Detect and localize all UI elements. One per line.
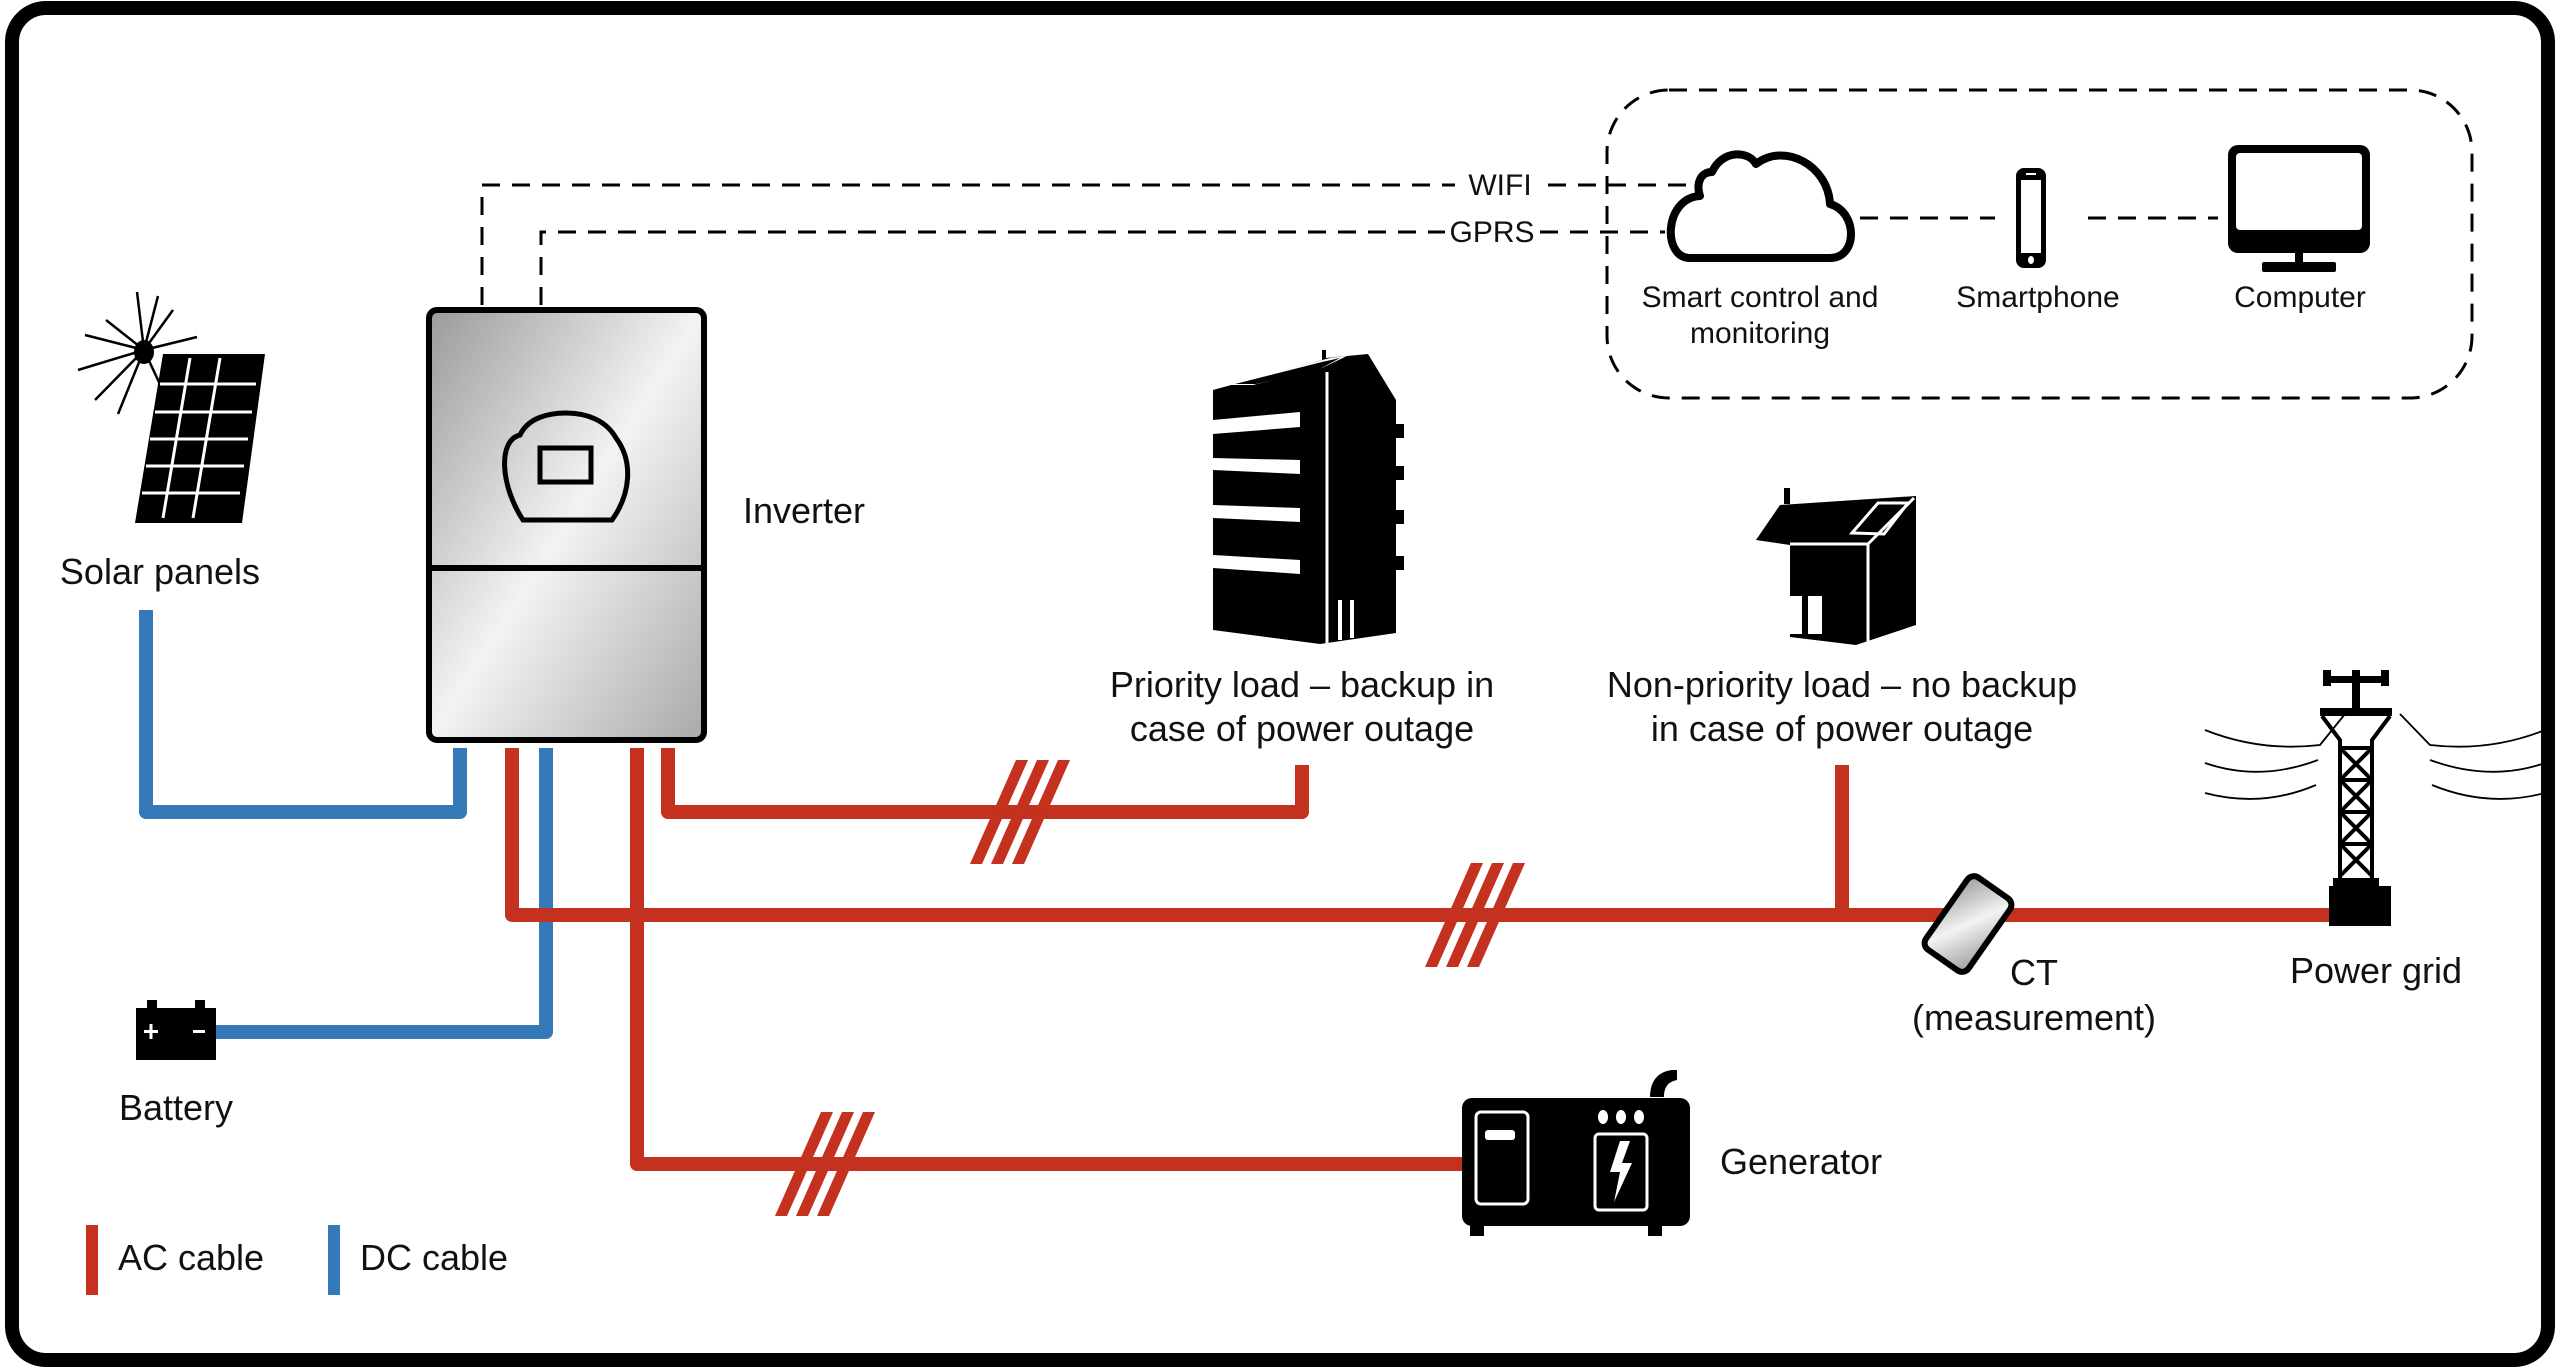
computer-monitor-icon[interactable]: [2228, 145, 2370, 272]
nonpriority-load-label-line2: in case of power outage: [1651, 708, 2033, 749]
current-transformer-icon[interactable]: [1921, 873, 2015, 975]
ct-label-line2: (measurement): [1912, 997, 2156, 1038]
phase-mark-priority: [970, 760, 1070, 864]
legend: AC cable DC cable: [86, 1225, 508, 1295]
cloud-label-line1: Smart control and: [1642, 281, 1879, 314]
gprs-label: GPRS: [1449, 216, 1534, 249]
legend-label-dc: DC cable: [360, 1237, 508, 1278]
smartphone-label: Smartphone: [1956, 281, 2119, 314]
phase-mark-generator: [775, 1112, 875, 1216]
power-pylon-icon[interactable]: [2204, 670, 2546, 926]
ct-label-line1: CT: [2010, 952, 2058, 993]
comm-links: [480, 88, 2474, 400]
monitoring-group-box: [1605, 88, 2474, 400]
ac-cable-generator: [630, 748, 1470, 1171]
inverter-icon[interactable]: [426, 307, 707, 743]
dc-cables: [139, 610, 553, 1039]
ac-cables: [505, 748, 2350, 1171]
smartphone-icon[interactable]: [2016, 168, 2046, 268]
priority-load-label-line1: Priority load – backup in: [1110, 664, 1494, 705]
legend-label-ac: AC cable: [118, 1237, 264, 1278]
legend-swatch-dc: [328, 1225, 340, 1295]
house-icon[interactable]: [1756, 488, 1916, 645]
computer-label: Computer: [2234, 281, 2366, 314]
cloud-icon[interactable]: [1666, 150, 1855, 262]
battery-icon[interactable]: [136, 1000, 216, 1060]
nonpriority-load-label-line1: Non-priority load – no backup: [1607, 664, 2077, 705]
wifi-label: WIFI: [1468, 169, 1531, 202]
legend-swatch-ac: [86, 1225, 98, 1295]
dc-cable-solar: [139, 610, 467, 819]
ac-cable-priority-load: [661, 748, 1309, 819]
cloud-label-line2: monitoring: [1690, 317, 1830, 350]
outer-frame: [5, 1, 2555, 1367]
ac-cable-grid: [505, 748, 2350, 922]
battery-label: Battery: [119, 1087, 233, 1128]
three-phase-marks: [775, 760, 1525, 1216]
gprs-link-line: [539, 230, 1445, 305]
power-grid-label: Power grid: [2290, 950, 2462, 991]
inverter-label: Inverter: [743, 490, 865, 531]
solar-panel-icon[interactable]: [77, 291, 265, 523]
office-building-icon[interactable]: [1213, 350, 1404, 645]
wifi-link-line: [480, 183, 1455, 305]
dc-cable-battery: [210, 748, 553, 1039]
solar-panels-label: Solar panels: [60, 551, 260, 592]
generator-icon[interactable]: [1462, 1070, 1690, 1236]
generator-label: Generator: [1720, 1141, 1882, 1182]
priority-load-label-line2: case of power outage: [1130, 708, 1474, 749]
phase-mark-grid: [1425, 863, 1525, 967]
